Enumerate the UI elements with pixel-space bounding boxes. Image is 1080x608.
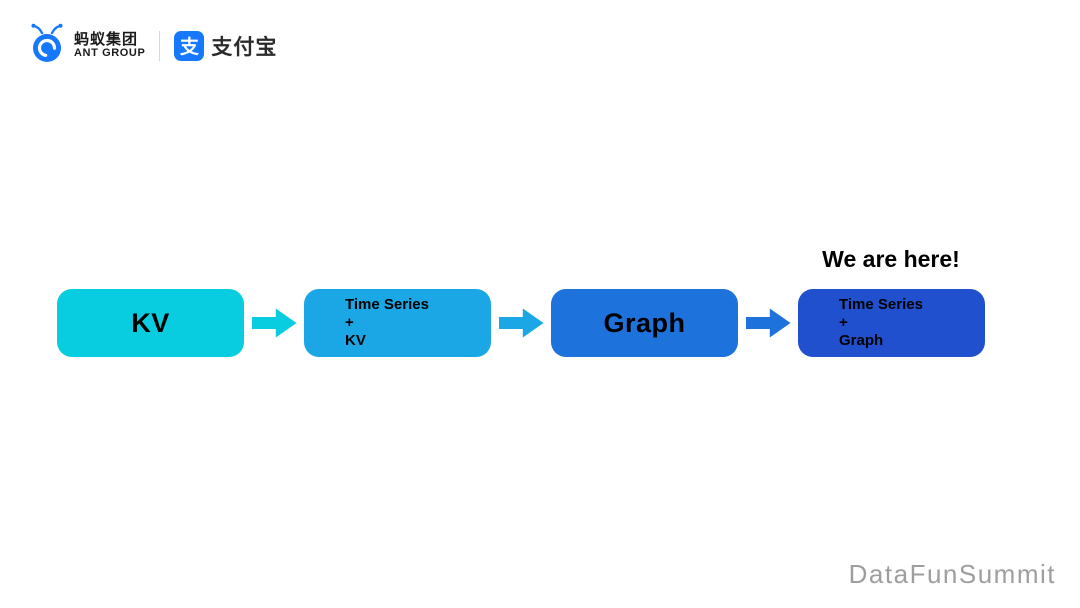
ant-group-icon xyxy=(28,22,66,69)
node-timeseries-graph: Time Series + Graph xyxy=(798,289,985,357)
datafun-summit-watermark: DataFunSummit xyxy=(848,559,1056,589)
ant-group-name-cn: 蚂蚁集团 xyxy=(74,30,139,48)
we-are-here-label: We are here! xyxy=(822,246,960,272)
node-timeseries-kv: Time Series + KV xyxy=(304,289,491,357)
logo-divider xyxy=(159,30,161,61)
arrow-right-icon xyxy=(498,308,544,338)
node-graph: Graph xyxy=(551,289,738,357)
node-timeseries-kv-line3: KV xyxy=(345,332,366,350)
evolution-diagram: KV Time Series + KV Graph Time Series + … xyxy=(57,289,985,357)
node-timeseries-kv-line2: + xyxy=(345,313,354,331)
node-timeseries-graph-line1: Time Series xyxy=(839,295,923,313)
alipay-icon: 支 xyxy=(174,30,205,61)
arrow-right-icon xyxy=(745,308,791,338)
ant-group-name-en: ANT GROUP xyxy=(74,46,146,59)
node-kv: KV xyxy=(57,289,244,357)
node-timeseries-graph-line3: Graph xyxy=(839,332,884,350)
node-timeseries-graph-line2: + xyxy=(839,313,848,331)
header-logo-bar: 蚂蚁集团 ANT GROUP 支 支付宝 xyxy=(28,22,277,69)
alipay-logo: 支 支付宝 xyxy=(174,30,278,61)
arrow-right-icon xyxy=(251,308,297,338)
ant-group-logo: 蚂蚁集团 ANT GROUP xyxy=(28,22,145,69)
node-graph-label: Graph xyxy=(603,307,686,338)
node-timeseries-kv-line1: Time Series xyxy=(345,295,429,313)
node-kv-label: KV xyxy=(131,307,170,338)
alipay-name: 支付宝 xyxy=(211,35,278,59)
